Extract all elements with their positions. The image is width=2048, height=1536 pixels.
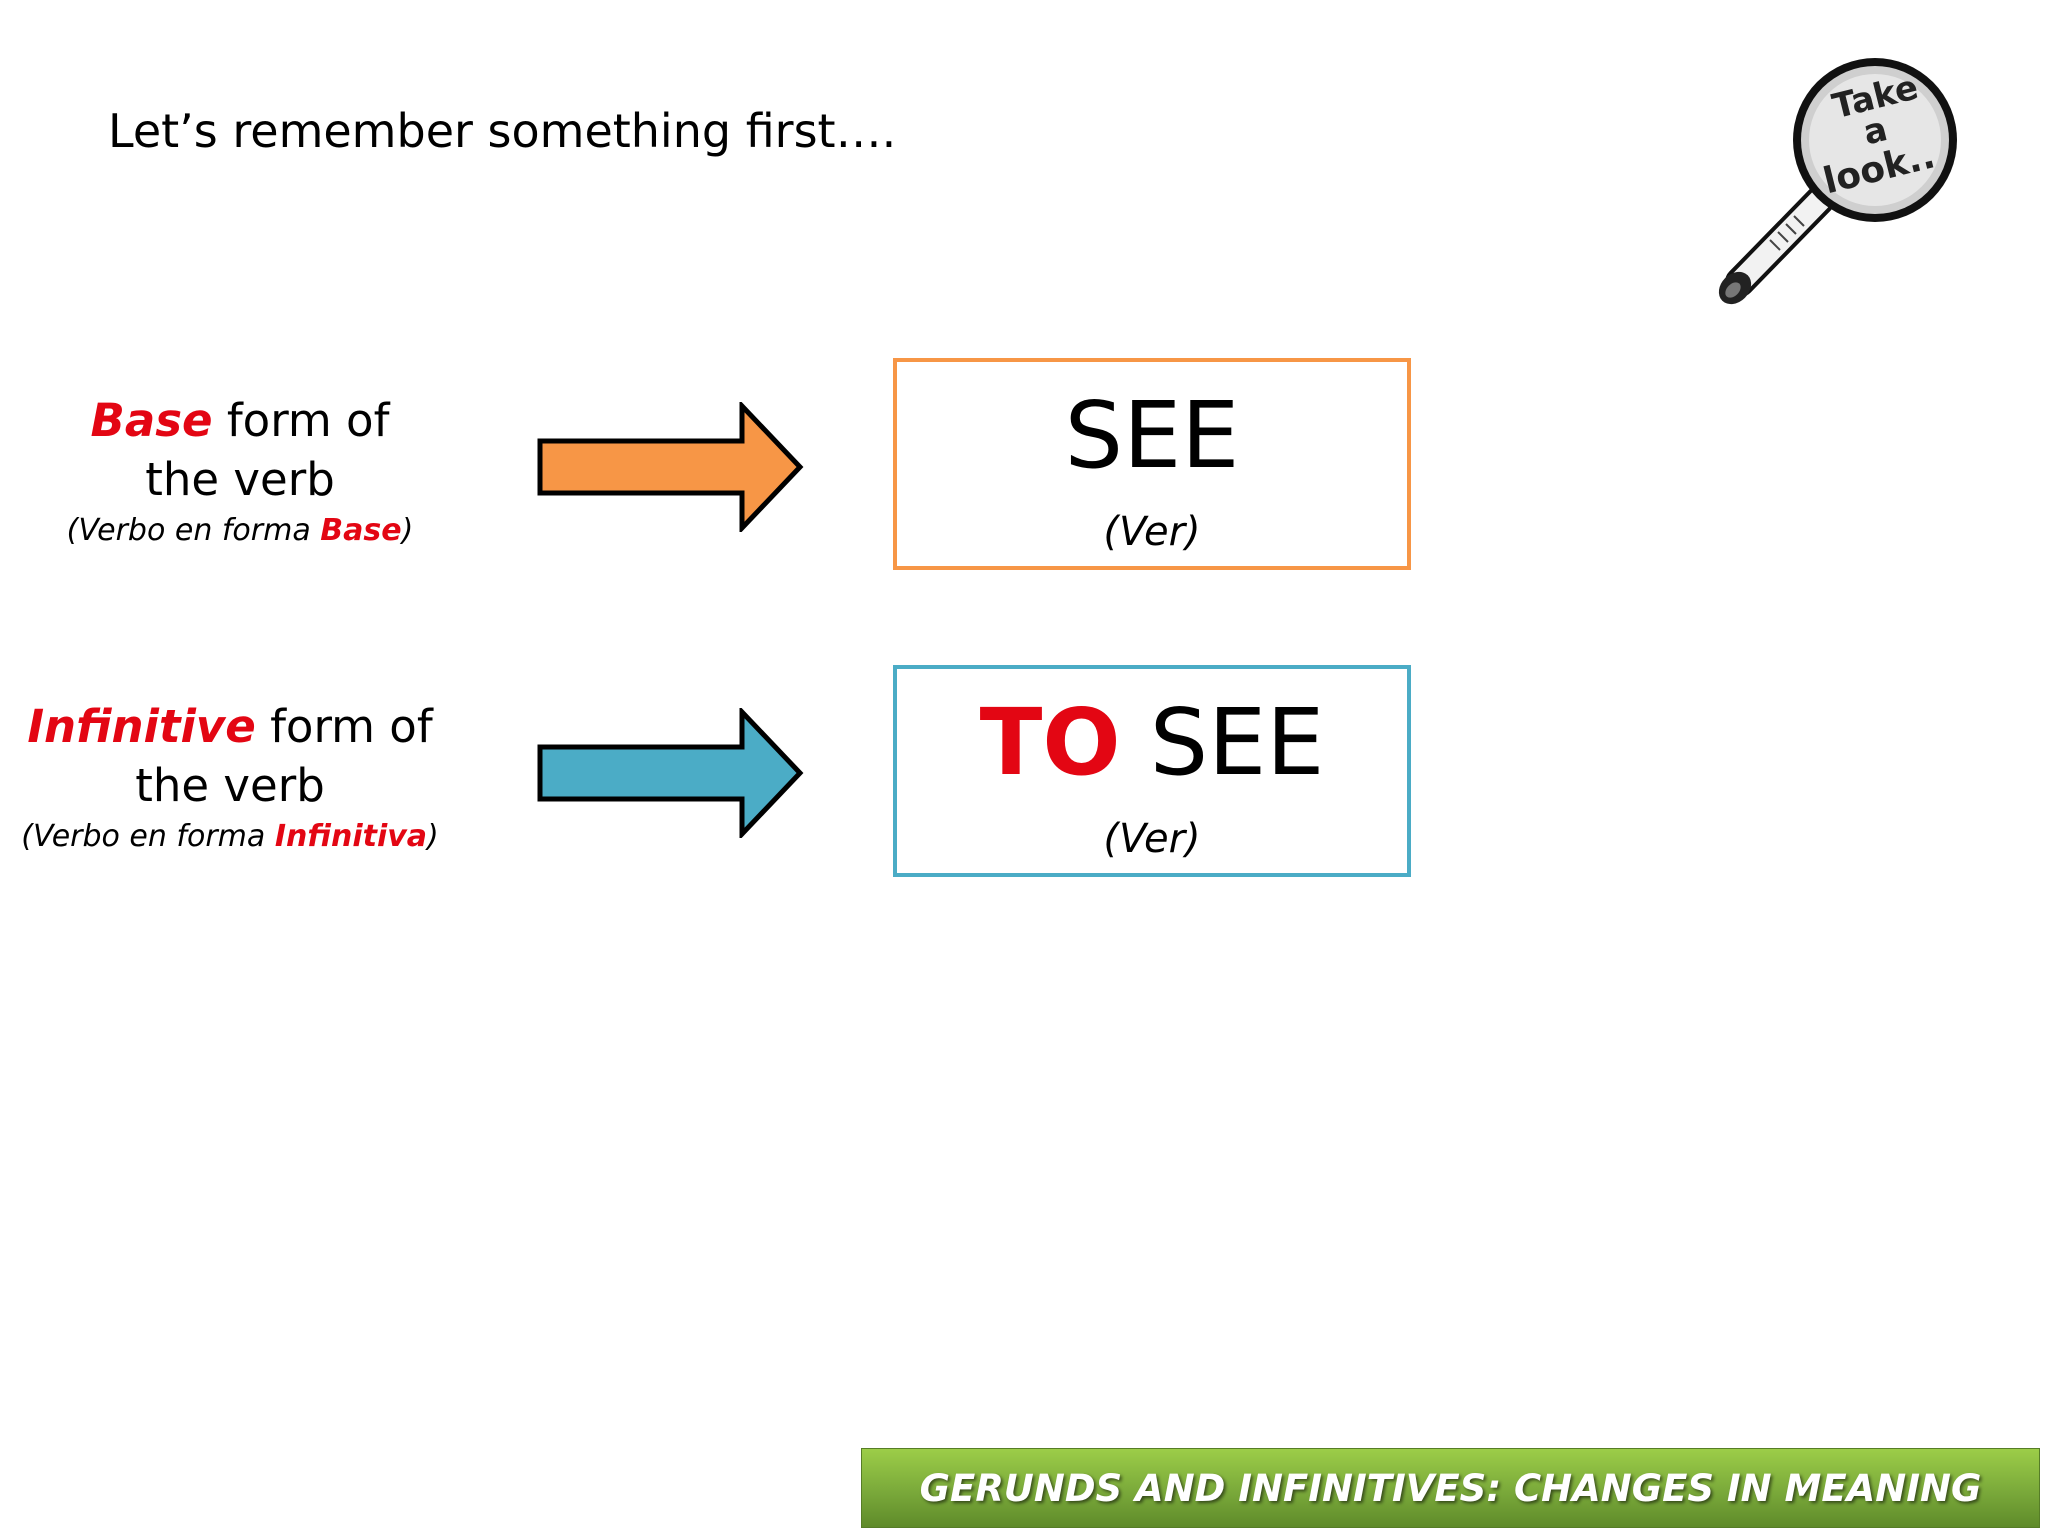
infinitive-form-term: TO SEE [897, 697, 1407, 789]
base-term-main: SEE [1064, 382, 1240, 489]
base-form-heading: Base form of [40, 392, 440, 451]
infinitive-sub-keyword: Infinitiva [274, 819, 428, 854]
base-form-label: Base form of the verb (Verbo en forma Ba… [40, 392, 440, 550]
infinitive-form-heading: Infinitive form of [20, 698, 440, 757]
infinitive-form-box: TO SEE (Ver) [893, 665, 1411, 877]
infinitive-form-line2: the verb [135, 758, 325, 812]
base-sub-prefix: (Verbo en forma [66, 513, 321, 548]
infinitive-term-prefix: TO [979, 689, 1121, 796]
infinitive-sub-prefix: (Verbo en forma [21, 819, 275, 854]
orange-arrow-shape [537, 402, 804, 532]
base-sub-keyword: Base [320, 513, 402, 548]
base-keyword: Base [90, 394, 213, 447]
blue-arrow-icon [537, 708, 804, 838]
base-form-line2: the verb [145, 452, 335, 506]
infinitive-term-main: SEE [1120, 689, 1325, 796]
base-form-translation: (Verbo en forma Base) [40, 511, 440, 550]
infinitive-form-translation: (Verbo en forma Infinitiva) [20, 817, 440, 856]
slide-title: Let’s remember something first…. [108, 104, 897, 158]
infinitive-keyword: Infinitive [27, 700, 256, 753]
footer-banner: GERUNDS AND INFINITIVES: CHANGES IN MEAN… [861, 1448, 2040, 1528]
base-form-term: SEE [897, 390, 1407, 482]
base-term-translation: (Ver) [1103, 509, 1201, 555]
blue-arrow-shape [537, 708, 804, 838]
base-sub-suffix: ) [401, 513, 414, 548]
infinitive-sub-suffix: ) [427, 819, 439, 854]
infinitive-form-rest: form of [255, 700, 433, 753]
magnifying-glass-icon: Take a look.. [1718, 58, 1957, 305]
orange-arrow-icon [537, 402, 804, 532]
base-form-box: SEE (Ver) [893, 358, 1411, 570]
magnifier-handle [1718, 185, 1835, 305]
infinitive-term-translation: (Ver) [1103, 816, 1201, 862]
infinitive-form-label: Infinitive form of the verb (Verbo en fo… [20, 698, 440, 856]
base-form-rest: form of [212, 394, 390, 447]
